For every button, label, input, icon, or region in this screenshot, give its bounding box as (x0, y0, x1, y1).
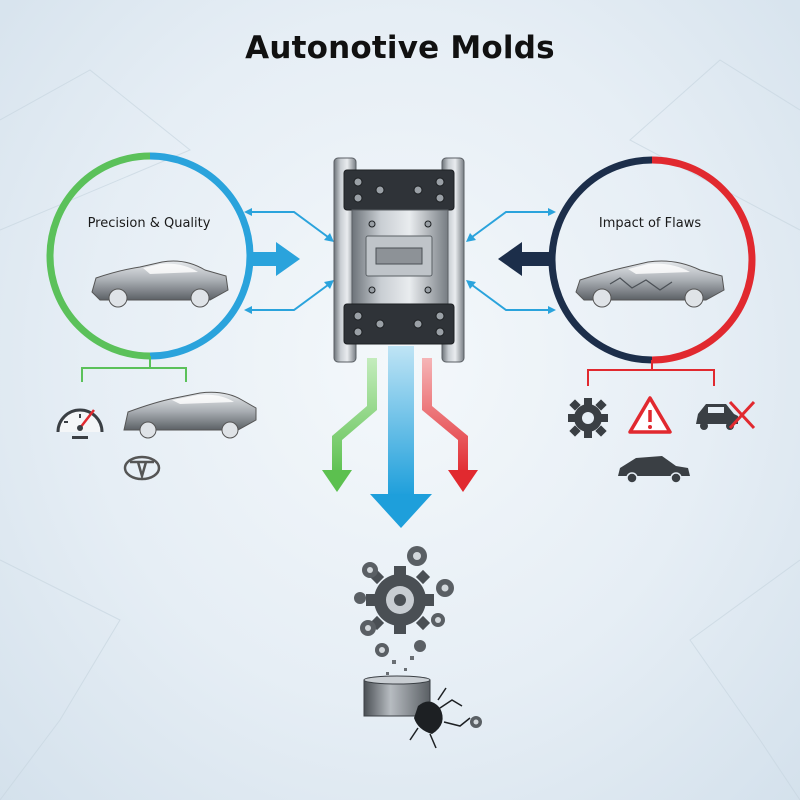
brand-emblem-icon (123, 455, 161, 481)
left-feedback-arrows (244, 208, 334, 314)
precision-to-mold-arrow (250, 242, 300, 276)
sedan-icon (618, 456, 690, 484)
right-feedback-arrows (466, 208, 556, 314)
gear-icon (568, 398, 608, 438)
mold-machine-icon (333, 157, 465, 363)
precision-quality-label: Precision & Quality (87, 216, 211, 231)
car-body-panel-icon (91, 260, 229, 308)
impact-flaws-circle (548, 156, 756, 364)
blue-down-arrow (370, 346, 432, 528)
car-crossed-out-icon (696, 400, 756, 430)
damaged-car-icon (575, 260, 725, 308)
background-network (0, 59, 800, 800)
precision-quality-circle (46, 152, 254, 360)
flaws-to-mold-arrow (498, 242, 552, 276)
page-title: Autonotive Molds (245, 30, 555, 66)
car-body-icon (123, 391, 257, 439)
left-icon-connectors (81, 356, 187, 382)
speedometer-icon (56, 408, 104, 439)
right-icon-connectors (587, 360, 715, 386)
green-bent-arrow (322, 358, 377, 492)
warning-triangle-icon (628, 396, 672, 434)
impact-of-flaws-label: Impact of Flaws (598, 216, 702, 231)
red-bent-arrow (422, 358, 478, 492)
gears-and-broken-block-icon (354, 546, 482, 749)
